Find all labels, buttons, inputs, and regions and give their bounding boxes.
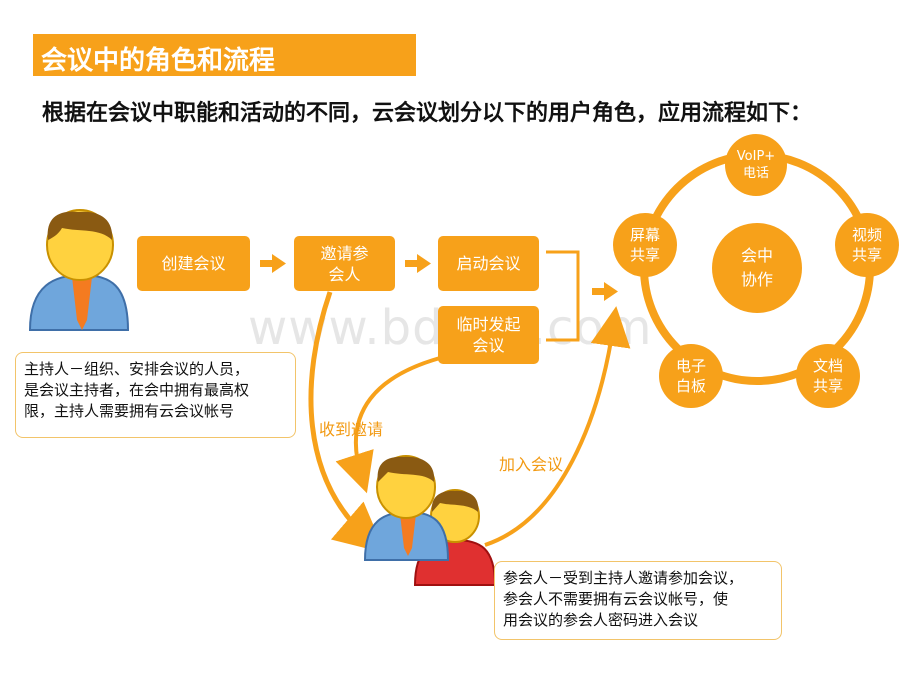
doc-line1: 文档 <box>812 357 843 375</box>
screen-line2: 共享 <box>629 246 660 264</box>
screen-share-circle: 屏幕共享 <box>613 213 677 277</box>
video-line2: 共享 <box>851 246 882 264</box>
adhoc-label-line2: 会议 <box>472 336 505 355</box>
participants-avatar-icon <box>363 455 497 586</box>
invite-curve <box>308 291 386 554</box>
intro-text: 根据在会议中职能和活动的不同，云会议划分以下的用户角色，应用流程如下： <box>42 101 813 126</box>
title-bar: 会议中的角色和流程 <box>33 34 416 76</box>
invite-label-line1: 邀请参 <box>320 243 369 263</box>
start-meeting-label: 启动会议 <box>456 254 521 273</box>
collab-center-line2: 协作 <box>740 270 773 289</box>
page-title: 会议中的角色和流程 <box>41 46 276 76</box>
join-curve <box>484 306 631 547</box>
flow-arrow-1 <box>260 254 286 273</box>
participant-note-line1: 参会人－受到主持人邀请参加会议， <box>503 569 744 587</box>
adhoc-curve <box>335 356 441 494</box>
merge-bracket <box>546 250 580 342</box>
host-avatar-icon <box>28 209 130 331</box>
doc-share-circle: 文档共享 <box>796 344 860 408</box>
adhoc-meeting-box: 临时发起会议 <box>438 306 539 364</box>
video-line1: 视频 <box>851 226 882 244</box>
start-meeting-box: 启动会议 <box>438 236 539 291</box>
doc-line2: 共享 <box>812 377 843 395</box>
whiteboard-line1: 电子 <box>675 357 706 375</box>
received-invite-label: 收到邀请 <box>319 420 384 439</box>
host-note-line1: 主持人－组织、安排会议的人员， <box>24 360 250 378</box>
invite-participants-box: 邀请参会人 <box>294 236 395 291</box>
whiteboard-circle: 电子白板 <box>659 344 723 408</box>
host-note-line3: 限，主持人需要拥有云会议帐号 <box>24 402 235 420</box>
participant-note-line2: 参会人不需要拥有云会议帐号，使 <box>503 590 729 608</box>
host-note: 主持人－组织、安排会议的人员， 是会议主持者，在会中拥有最高权 限，主持人需要拥… <box>15 352 296 438</box>
participant-note: 参会人－受到主持人邀请参加会议， 参会人不需要拥有云会议帐号，使 用会议的参会人… <box>494 561 782 640</box>
host-note-line2: 是会议主持者，在会中拥有最高权 <box>24 381 250 399</box>
voip-line2: 电话 <box>742 166 769 181</box>
voip-line1: VoIP+ <box>736 149 776 164</box>
create-meeting-box: 创建会议 <box>137 236 250 291</box>
collab-center-circle: 会中协作 <box>712 223 802 313</box>
adhoc-label-line1: 临时发起 <box>456 315 521 334</box>
invite-label-line2: 会人 <box>328 264 361 284</box>
screen-line1: 屏幕 <box>629 226 660 244</box>
flow-arrow-3 <box>592 282 618 301</box>
whiteboard-line2: 白板 <box>675 377 706 395</box>
participant-note-line3: 用会议的参会人密码进入会议 <box>503 611 699 629</box>
video-share-circle: 视频共享 <box>835 213 899 277</box>
collab-center-line1: 会中 <box>740 246 773 265</box>
flow-arrow-2 <box>405 254 431 273</box>
voip-circle: VoIP+ 电话 <box>725 134 787 196</box>
join-meeting-label: 加入会议 <box>499 455 564 474</box>
create-meeting-label: 创建会议 <box>161 254 226 273</box>
